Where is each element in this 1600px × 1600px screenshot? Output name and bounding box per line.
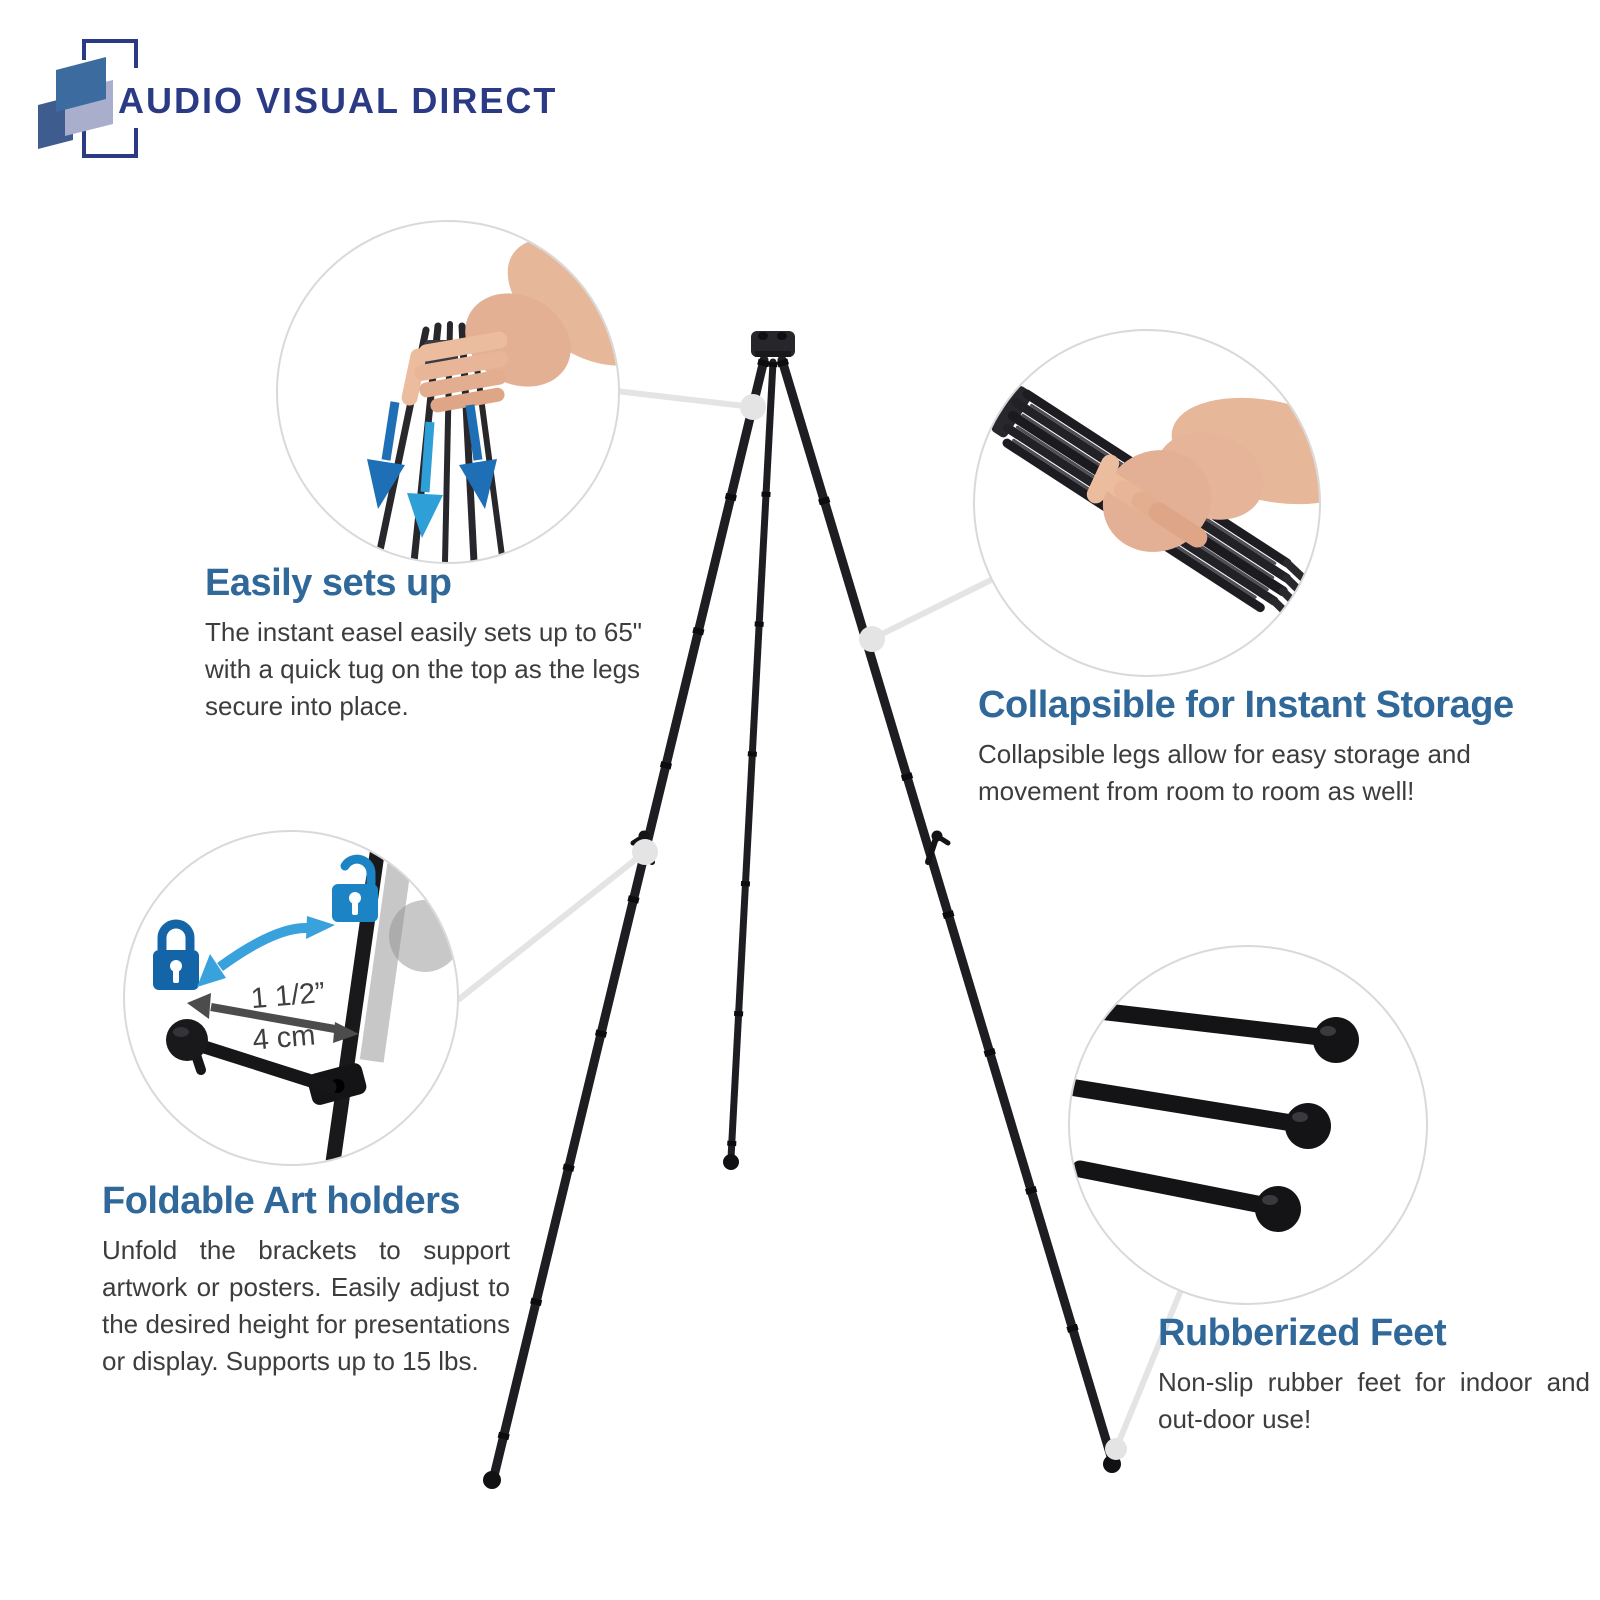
hand-holding-folded-easel-illustration [991, 386, 1319, 620]
easel-leg-rear [727, 358, 777, 1162]
connector-line-art-holders [456, 849, 647, 1003]
hand-pulling-easel-illustration [367, 238, 618, 562]
leg-joints-rear [726, 361, 778, 1159]
feature-title-rubber-feet: Rubberized Feet [1158, 1312, 1447, 1354]
width-double-arrow-icon [187, 993, 359, 1043]
rubber-feet-illustration [1070, 1000, 1359, 1232]
feature-title-collapsible: Collapsible for Instant Storage [978, 684, 1514, 726]
brand-name: AUDIO VISUAL DIRECT [118, 80, 558, 121]
feature-text-art-holders: Foldable Art holders Unfold the brackets… [102, 1180, 510, 1380]
pull-down-arrows-icon [367, 401, 497, 538]
feature-circle-collapsible [973, 329, 1321, 677]
feature-body-rubber-feet: Non-slip rubber feet for indoor and out-… [1158, 1366, 1590, 1434]
feature-body-art-holders: Unfold the brackets to support artwork o… [102, 1234, 510, 1376]
feature-text-collapsible: Collapsible for Instant Storage Collapsi… [978, 684, 1538, 810]
connector-dot-art-holders [632, 839, 658, 865]
logo-shape-blue [56, 57, 106, 112]
rubber-feet-rods [1070, 1000, 1359, 1232]
feature-text-setup: Easily sets up The instant easel easily … [205, 562, 665, 725]
lock-closed-icon [153, 919, 199, 990]
easel-foot-right [1103, 1455, 1121, 1473]
brand-logo-mark-icon [38, 39, 138, 158]
connector-dot-feet [1105, 1438, 1127, 1460]
hand [1086, 397, 1319, 552]
feature-title-setup: Easily sets up [205, 562, 452, 604]
easel-foot-rear [723, 1154, 739, 1170]
art-hook-left [630, 830, 655, 865]
lock-open-icon [332, 854, 378, 922]
art-holder-bracket-illustration [153, 846, 457, 1164]
connector-dot-collapsible [859, 626, 885, 652]
feature-circle-rubber-feet [1068, 945, 1428, 1305]
connector-line-collapsible [870, 576, 995, 642]
logo-frame [82, 39, 138, 158]
feature-body-collapsible: Collapsible legs allow for easy storage … [978, 738, 1471, 806]
feature-title-art-holders: Foldable Art holders [102, 1180, 461, 1222]
rotate-arrow-icon [197, 916, 335, 987]
easel-top-cap [751, 331, 795, 357]
connector-dot-setup [740, 394, 766, 420]
feature-circle-art-holders: 1 1/2” 4 cm [123, 830, 459, 1166]
easel-foot-left [483, 1471, 501, 1489]
feature-circle-setup [276, 220, 620, 564]
hand [401, 238, 618, 413]
feature-text-rubber-feet: Rubberized Feet Non-slip rubber feet for… [1158, 1312, 1590, 1438]
connector-line-setup [615, 388, 754, 410]
art-hook-right [925, 830, 951, 865]
art-holder-arm [166, 1019, 367, 1105]
feature-body-setup: The instant easel easily sets up to 65" … [205, 616, 643, 721]
